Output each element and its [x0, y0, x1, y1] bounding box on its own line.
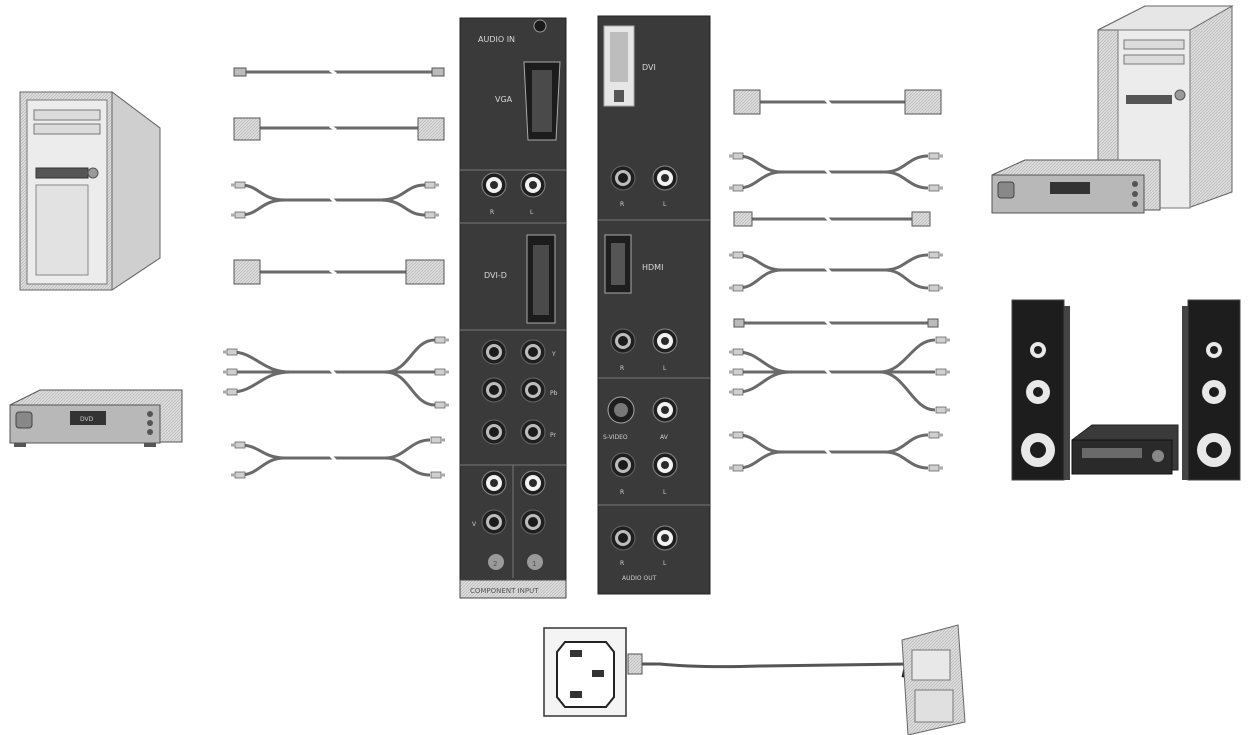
stereo-speakers	[1012, 300, 1240, 480]
input-panel-left: AUDIO IN VGA R L DVI-D Y Pb Pr V 2 1	[460, 18, 566, 598]
dvi-label-right: DVI	[642, 63, 656, 72]
av-audio-l-jack[interactable]	[653, 453, 677, 477]
dvi-audio-r-label: R	[620, 201, 624, 208]
s-video-label: S-VIDEO	[603, 434, 628, 441]
component-y-right-jack[interactable]	[521, 340, 545, 364]
component-y-left-jack[interactable]	[482, 340, 506, 364]
rca-l-jack[interactable]	[521, 173, 545, 197]
video-2-jack[interactable]	[482, 471, 506, 495]
component-pb-right-jack[interactable]	[521, 378, 545, 402]
av-video-jack[interactable]	[653, 398, 677, 422]
wall-outlet	[902, 625, 965, 735]
svg-text:DVD: DVD	[80, 416, 94, 423]
audio-out-r-label: R	[620, 560, 624, 567]
audio-out-label: AUDIO OUT	[622, 575, 657, 582]
component-pr-right-jack[interactable]	[521, 420, 545, 444]
cable-connectors-right	[729, 90, 950, 471]
pc-tower-left	[20, 92, 160, 290]
component-input-label: COMPONENT INPUT	[470, 587, 539, 595]
ac-power-inlet	[544, 628, 626, 716]
num-2-label: 2	[493, 560, 497, 568]
hdmi-label: HDMI	[642, 263, 663, 272]
vga-label: VGA	[495, 95, 513, 104]
dvi-label: DVI-D	[484, 271, 507, 280]
component-pb-label: Pb	[550, 390, 558, 397]
audio-out-r-jack[interactable]	[611, 526, 635, 550]
rca-r-label: R	[490, 209, 494, 216]
av-audio-r-jack[interactable]	[611, 453, 635, 477]
component-pb-left-jack[interactable]	[482, 378, 506, 402]
audio-in-label: AUDIO IN	[478, 35, 515, 44]
hdmi-audio-r-label: R	[620, 365, 624, 372]
audio-in-jack[interactable]	[534, 20, 546, 32]
av-label: AV	[660, 434, 669, 441]
cables-right	[738, 99, 935, 468]
component-pr-left-jack[interactable]	[482, 420, 506, 444]
component-pr-label: Pr	[550, 432, 557, 439]
audio-out-l-jack[interactable]	[653, 526, 677, 550]
hdmi-audio-r-jack[interactable]	[611, 329, 635, 353]
dvd-player-right	[992, 160, 1160, 213]
audio-2-jack[interactable]	[482, 510, 506, 534]
video-1-jack[interactable]	[521, 471, 545, 495]
num-1-label: 1	[532, 560, 536, 568]
audio-1-jack[interactable]	[521, 510, 545, 534]
component-y-label: Y	[551, 351, 556, 358]
rca-r-jack[interactable]	[482, 173, 506, 197]
dvd-player-left: DVD	[10, 390, 182, 447]
input-panel-right: DVI R L HDMI R L S-VIDEO AV R L R L AUDI…	[598, 16, 710, 594]
dvi-audio-r-jack[interactable]	[611, 166, 635, 190]
power-cord	[628, 647, 938, 683]
dvi-audio-l-jack[interactable]	[653, 166, 677, 190]
hdmi-audio-l-jack[interactable]	[653, 329, 677, 353]
av-audio-r-label: R	[620, 489, 624, 496]
